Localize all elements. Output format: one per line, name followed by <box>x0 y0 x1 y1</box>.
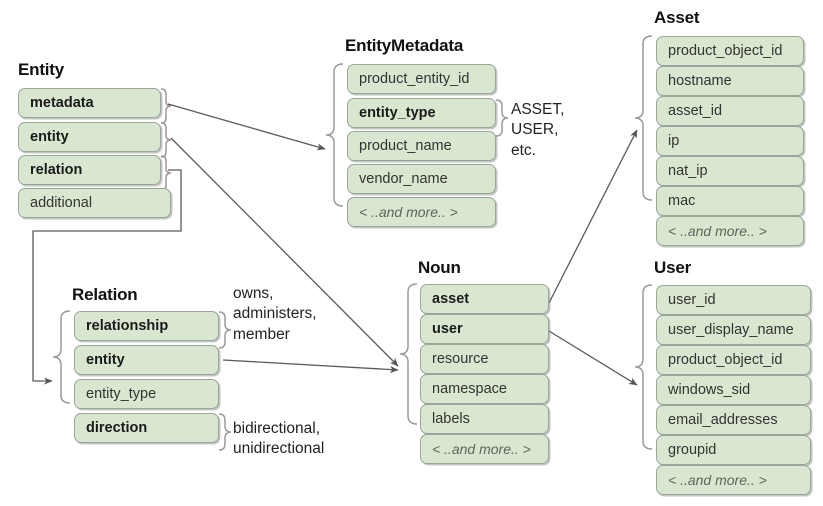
annotation-relationship-values: owns, administers, member <box>233 285 317 343</box>
field-asset-and-more[interactable]: < ..and more.. > <box>656 216 804 246</box>
group-title-noun: Noun <box>418 258 461 277</box>
field-em-product-entity-id[interactable]: product_entity_id <box>347 64 496 94</box>
field-entity-metadata[interactable]: metadata <box>18 88 161 118</box>
field-user-user-display-name[interactable]: user_display_name <box>656 315 811 345</box>
group-title-entity: Entity <box>18 60 65 79</box>
field-asset-product-object-id[interactable]: product_object_id <box>656 36 804 66</box>
field-em-product-name[interactable]: product_name <box>347 131 496 161</box>
wire-relationentity-to-noun <box>222 359 399 374</box>
field-noun-user[interactable]: user <box>420 314 549 344</box>
field-asset-ip[interactable]: ip <box>656 126 804 156</box>
field-asset-asset-id[interactable]: asset_id <box>656 96 804 126</box>
field-asset-hostname[interactable]: hostname <box>656 66 804 96</box>
wire-user-to-user <box>548 330 638 386</box>
field-entity-additional[interactable]: additional <box>18 188 171 218</box>
group-title-relation: Relation <box>72 285 138 304</box>
group-title-entity-metadata: EntityMetadata <box>345 36 464 55</box>
field-user-email-addresses[interactable]: email_addresses <box>656 405 811 435</box>
field-user-and-more[interactable]: < ..and more.. > <box>656 465 811 495</box>
field-user-groupid[interactable]: groupid <box>656 435 811 465</box>
field-user-user-id[interactable]: user_id <box>656 285 811 315</box>
field-em-vendor-name[interactable]: vendor_name <box>347 164 496 194</box>
annotation-entity-type-values: ASSET, USER, etc. <box>511 101 565 159</box>
field-asset-nat-ip[interactable]: nat_ip <box>656 156 804 186</box>
field-noun-namespace[interactable]: namespace <box>420 374 549 404</box>
field-noun-labels[interactable]: labels <box>420 404 549 434</box>
field-em-entity-type[interactable]: entity_type <box>347 98 496 128</box>
annotation-direction-values: bidirectional, unidirectional <box>233 420 325 458</box>
group-title-user: User <box>654 258 692 277</box>
field-noun-resource[interactable]: resource <box>420 344 549 374</box>
wire-metadata-to-entitymetadata <box>167 103 326 151</box>
field-entity-relation[interactable]: relation <box>18 155 161 185</box>
field-relation-entity-type[interactable]: entity_type <box>74 379 219 409</box>
field-relation-direction[interactable]: direction <box>74 413 219 443</box>
field-user-windows-sid[interactable]: windows_sid <box>656 375 811 405</box>
field-noun-asset[interactable]: asset <box>420 284 549 314</box>
field-relation-relationship[interactable]: relationship <box>74 311 219 341</box>
field-em-and-more[interactable]: < ..and more.. > <box>347 197 496 227</box>
group-title-asset: Asset <box>654 8 700 27</box>
field-asset-mac[interactable]: mac <box>656 186 804 216</box>
field-noun-and-more[interactable]: < ..and more.. > <box>420 434 549 464</box>
field-entity-entity[interactable]: entity <box>18 122 161 152</box>
field-relation-entity[interactable]: entity <box>74 345 219 375</box>
field-user-product-object-id[interactable]: product_object_id <box>656 345 811 375</box>
